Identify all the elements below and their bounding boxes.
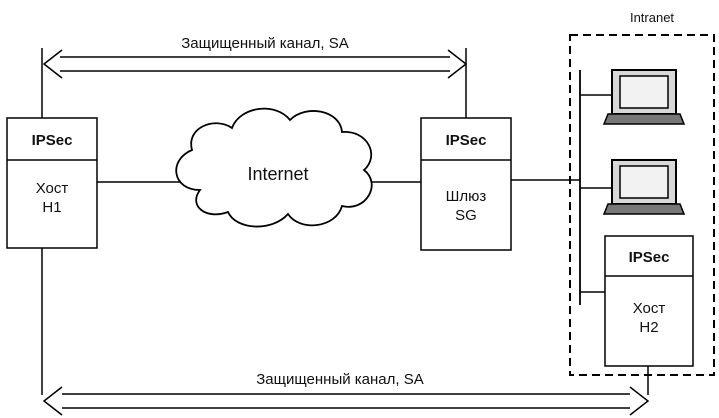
host-h2-id: H2 [639,319,658,336]
host-h2-box: IPSec Хост H2 [604,235,694,367]
host-h1-id: H1 [42,199,61,216]
internet-label: Internet [247,164,308,184]
gateway-sg-box: IPSec Шлюз SG [420,117,512,251]
channel-bottom-arrow [42,386,650,416]
gateway-sg-name: Шлюз [446,188,487,205]
host-h1-protocol: IPSec [32,132,73,149]
host-h2-name: Хост [633,300,666,317]
intranet-boundary [569,34,715,376]
host-h1-box: IPSec Хост H1 [6,117,98,249]
channel-top-arrow [42,49,468,79]
computer-icon [602,159,686,215]
channel-bottom-label: Защищенный канал, SA [256,371,424,388]
intranet-label: Intranet [630,10,674,25]
gateway-sg-protocol: IPSec [446,132,487,149]
internet-cloud: Internet [175,107,373,228]
channel-top-label: Защищенный канал, SA [181,35,349,52]
computer-icon [602,69,686,125]
gateway-sg-id: SG [455,207,477,224]
host-h1-name: Хост [36,180,69,197]
host-h2-protocol: IPSec [629,249,670,266]
